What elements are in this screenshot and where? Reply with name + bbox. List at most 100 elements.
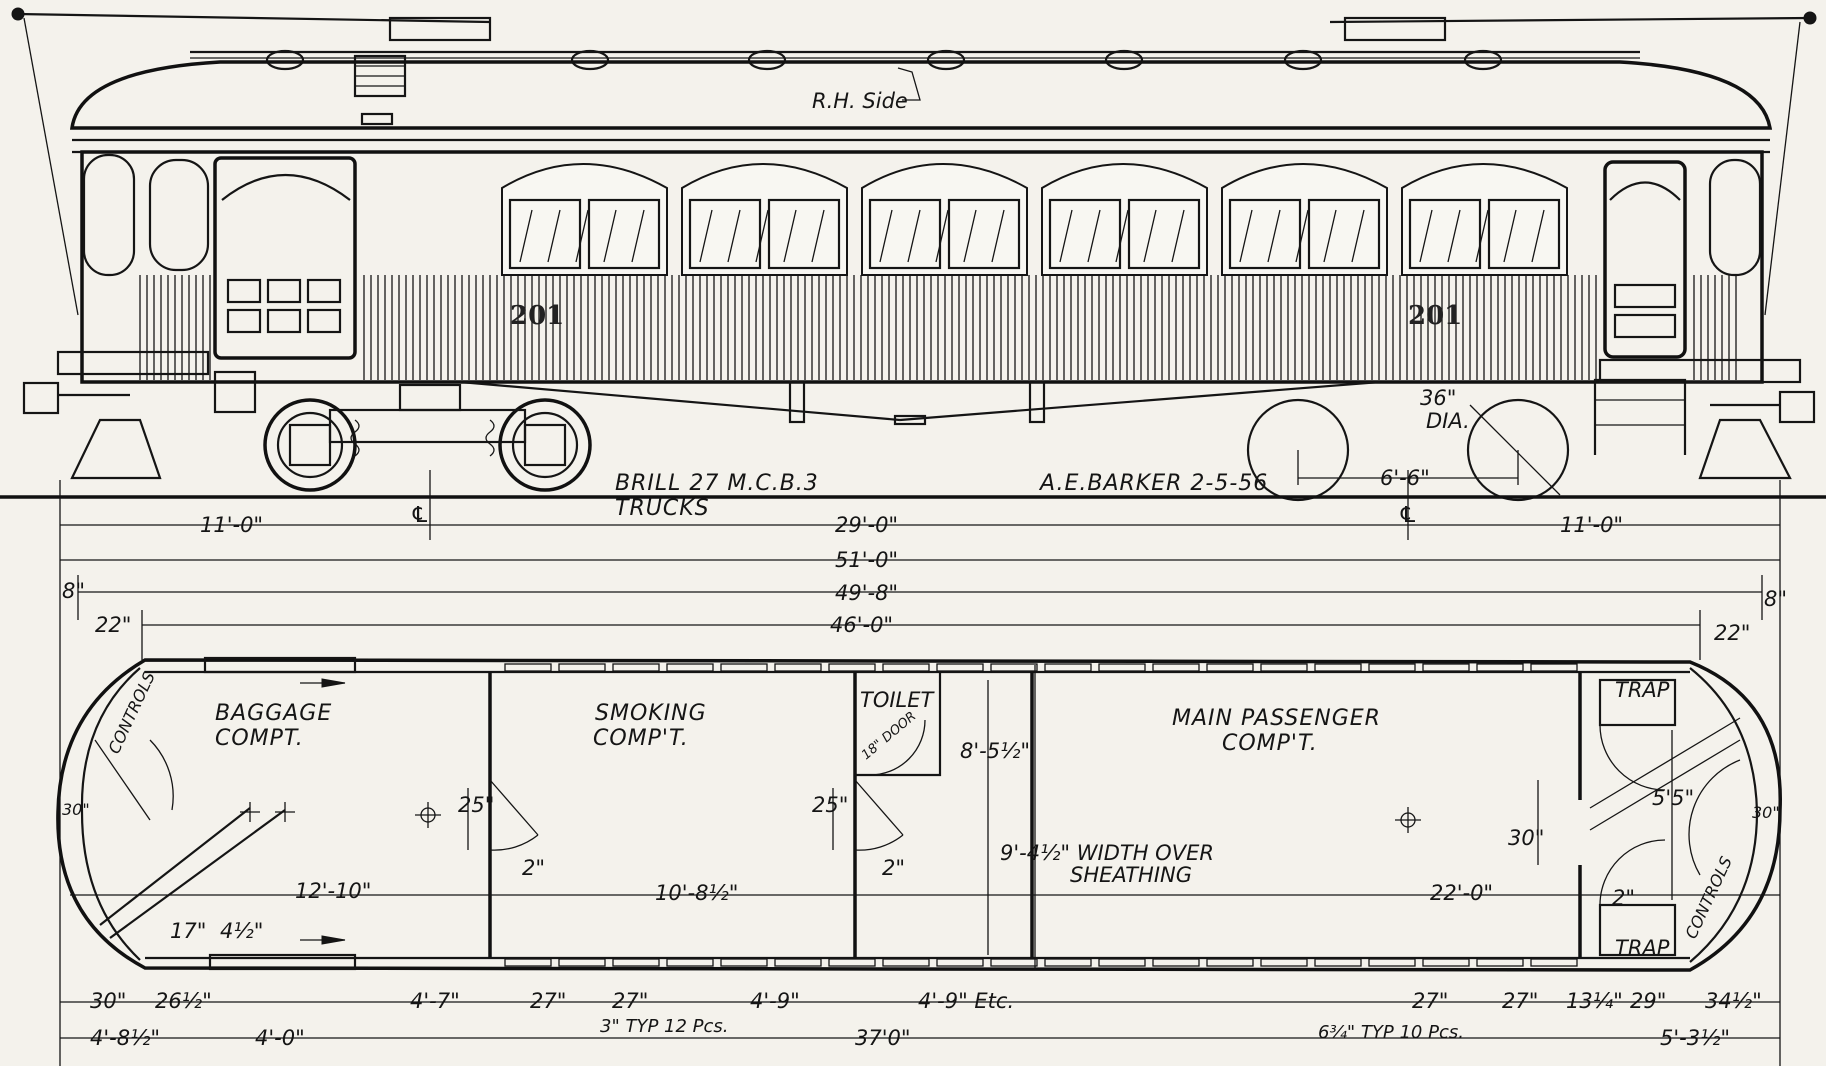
- plan-window-top: [558, 663, 606, 672]
- dim-b-29: 29": [1630, 989, 1666, 1013]
- main-label-1: MAIN PASSENGER: [1172, 706, 1381, 731]
- plan-window-bottom: [936, 958, 984, 967]
- dim-vestibule-gap: 2": [1612, 886, 1635, 910]
- side-window: [861, 163, 1028, 276]
- plan-window-top: [1314, 663, 1362, 672]
- plan-window-bottom: [1206, 958, 1254, 967]
- dim-smoking-length: 10'-8½": [655, 881, 738, 905]
- plan-window-bottom: [774, 958, 822, 967]
- dim-b-34: 34½": [1705, 989, 1762, 1013]
- overall-dimensions: 11'-0" 29'-0" 11'-0" ℄ ℄ 51'-0" 49'-8" 8…: [59, 470, 1787, 1066]
- dim-b-5-3: 5'-3½": [1660, 1026, 1730, 1050]
- controls-right-label: CONTROLS: [1681, 854, 1736, 942]
- trucks-label-1: BRILL 27 M.C.B.3: [615, 471, 819, 496]
- main-label-2: COMP'T.: [1222, 731, 1318, 756]
- dim-baggage-length: 12'-10": [295, 879, 371, 903]
- dim-door-post-2: 4½": [220, 919, 263, 943]
- plan-window-top: [882, 663, 930, 672]
- plan-window-top: [1098, 663, 1146, 672]
- plan-window-top: [666, 663, 714, 672]
- dim-truck-centers: 29'-0": [835, 513, 898, 537]
- wheel-dia-unit: DIA.: [1426, 409, 1470, 433]
- dim-door-1: 25": [458, 793, 494, 817]
- plan-window-top: [1260, 663, 1308, 672]
- plan-window-top: [1044, 663, 1092, 672]
- dim-end-width-right: 30": [1752, 803, 1780, 822]
- plan-window-bottom: [1314, 958, 1362, 967]
- plan-window-bottom: [612, 958, 660, 967]
- dim-b-26: 26½": [155, 989, 212, 1013]
- plan-window-bottom: [1422, 958, 1470, 967]
- baggage-label-2: COMPT.: [215, 726, 304, 751]
- dim-door-post: 17": [170, 919, 206, 943]
- side-elevation: 201 201: [0, 7, 1826, 521]
- plan-window-bottom: [720, 958, 768, 967]
- roof-lamps: [265, 49, 1503, 71]
- plan-window-bottom: [1260, 958, 1308, 967]
- plan-window-bottom: [1098, 958, 1146, 967]
- plan-window-top: [720, 663, 768, 672]
- pier-note-left: 3" TYP 12 Pcs.: [600, 1016, 729, 1037]
- dim-trap-door: 30": [1508, 826, 1544, 850]
- dim-platform-left: 8": [62, 579, 85, 603]
- dim-width-over-1: 9'-4½" WIDTH OVER: [1000, 841, 1214, 865]
- plan-window-bottom: [558, 958, 606, 967]
- car-number-right: 201: [1408, 301, 1462, 331]
- wheel-dia-value: 36": [1420, 386, 1456, 410]
- dim-over-body: 49'-8": [835, 581, 898, 605]
- side-window: [501, 163, 668, 276]
- dim-end-width-left: 30": [62, 800, 90, 819]
- rh-side-label: R.H. Side: [812, 89, 908, 113]
- trap-top-label: TRAP: [1615, 678, 1670, 702]
- side-windows: [501, 163, 1568, 276]
- plan-window-bottom: [1044, 958, 1092, 967]
- brill-truck: [213, 370, 592, 492]
- pier-note-right: 6¾" TYP 10 Pcs.: [1318, 1022, 1464, 1043]
- car-siding: [139, 275, 1737, 380]
- centerline-left: ℄: [410, 503, 431, 528]
- bottom-dimensions: 30" 26½" 4'-7" 27" 27" 4'-9" 4'-9" Etc. …: [60, 989, 1780, 1050]
- plan-window-top: [1368, 663, 1416, 672]
- dim-end-to-truck-left: 11'-0": [200, 513, 263, 537]
- plan-window-bottom: [1368, 958, 1416, 967]
- plan-window-top: [1152, 663, 1200, 672]
- dim-b-4-7: 4'-7": [410, 989, 460, 1013]
- dim-width-over-2: SHEATHING: [1070, 863, 1192, 887]
- side-window: [1041, 163, 1208, 276]
- plan-window-top: [1476, 663, 1524, 672]
- plan-window-top: [1422, 663, 1470, 672]
- draftsman-label: A.E.BARKER 2-5-56: [1038, 471, 1268, 496]
- dim-b-27a: 27": [530, 989, 566, 1013]
- smoking-label-1: SMOKING: [595, 701, 707, 726]
- dim-b-27b: 27": [612, 989, 648, 1013]
- plan-window-top: [612, 663, 660, 672]
- side-window: [681, 163, 848, 276]
- dim-end-right: 22": [1714, 621, 1750, 645]
- dim-vestibule-width: 5'5": [1652, 786, 1694, 810]
- side-window: [1221, 163, 1388, 276]
- dim-b-4-9b: 4'-9" Etc.: [918, 989, 1014, 1013]
- dim-toilet-width: 8'-5½": [960, 739, 1030, 763]
- dim-inside-length: 46'-0": [830, 613, 893, 637]
- plan-window-bottom: [666, 958, 714, 967]
- plan-window-top: [774, 663, 822, 672]
- plan-window-bottom: [1476, 958, 1524, 967]
- dim-overall-length: 51'-0": [835, 548, 898, 572]
- dim-b-30: 30": [90, 989, 126, 1013]
- dim-b-13: 13¼": [1566, 989, 1623, 1013]
- floor-plan: [56, 656, 1782, 972]
- dim-b-37: 37'0": [855, 1026, 911, 1050]
- dim-partition-1: 2": [522, 856, 545, 880]
- plan-window-top: [504, 663, 552, 672]
- dim-end-left: 22": [95, 613, 131, 637]
- plan-window-bottom: [990, 958, 1038, 967]
- wheelbase-dimension: 6'-6": [1380, 466, 1430, 490]
- side-window: [1401, 163, 1568, 276]
- plan-window-top: [936, 663, 984, 672]
- plan-window-bottom: [1152, 958, 1200, 967]
- dim-platform-right: 8": [1764, 587, 1787, 611]
- dim-partition-2: 2": [882, 856, 905, 880]
- dim-b-27c: 27": [1412, 989, 1448, 1013]
- trap-bottom-label: TRAP: [1615, 936, 1670, 960]
